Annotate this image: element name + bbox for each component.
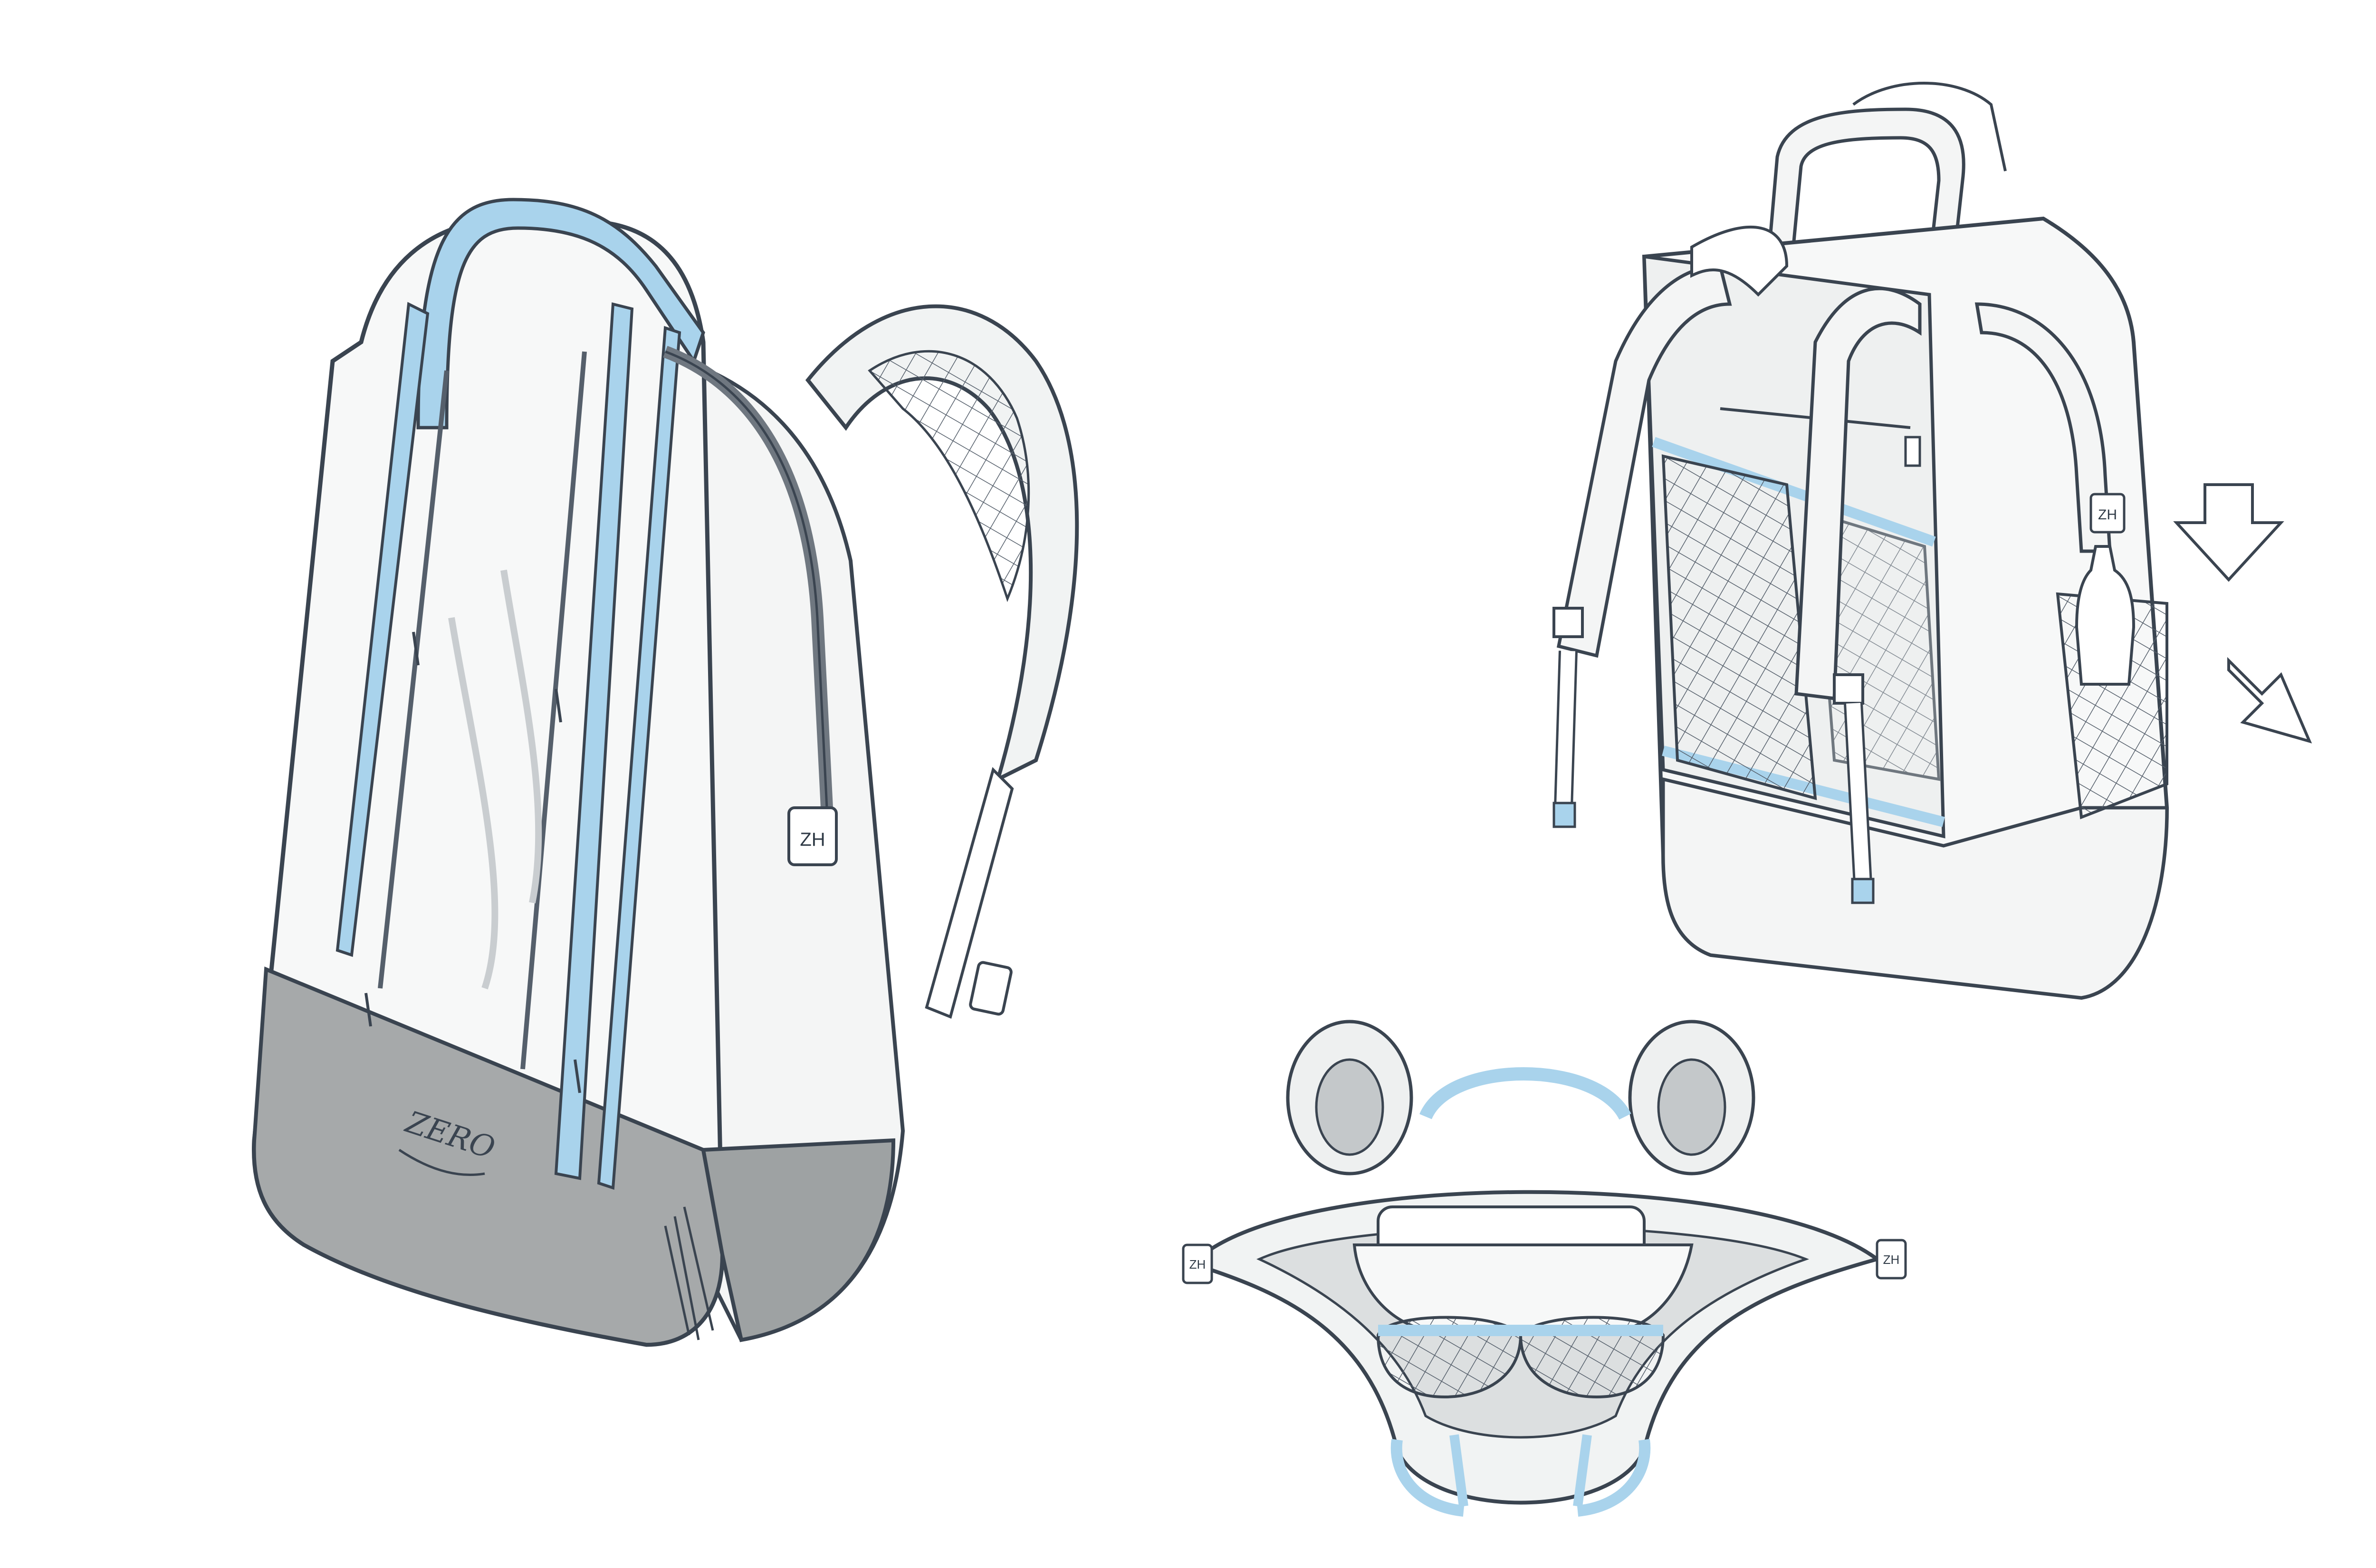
top-view-handle-front-inner	[1449, 1434, 1592, 1507]
arrow-diagonal-icon	[2227, 657, 2312, 744]
back-brand-tag-text: ZH	[2098, 507, 2117, 523]
gray-base-panel	[252, 966, 725, 1347]
zipper-pull	[555, 688, 562, 723]
backpack-back-view: ZH	[1552, 82, 2312, 1000]
backpack-front-view: ZH ZERO	[251, 198, 1079, 1347]
brand-tag-text: ZH	[800, 829, 825, 850]
base-hatching	[664, 1206, 714, 1340]
blue-trim-right	[597, 325, 681, 1190]
back-blue-trim-top	[1652, 437, 1936, 547]
arrow-down-icon	[2173, 483, 2284, 582]
back-handle-rear	[1852, 82, 2007, 172]
top-view-handle-front-right	[1577, 1439, 1651, 1517]
back-webbing-tip-left	[1552, 802, 1576, 828]
top-view-tag-left-text: ZH	[1189, 1257, 1206, 1272]
top-view-strap-pad-left-inner	[1315, 1058, 1384, 1156]
top-view-mesh-pocket-left	[1376, 1316, 1523, 1399]
zipper-pull	[364, 993, 372, 1027]
backpack-top-view: ZH ZH	[1182, 1020, 1907, 1517]
blue-trim-left	[335, 302, 430, 957]
back-strap-left	[1556, 264, 1732, 658]
back-strap-front-left	[1690, 225, 1789, 297]
top-handle-blue	[416, 198, 705, 430]
water-bottle	[2075, 545, 2136, 686]
back-buckle-right	[1833, 673, 1864, 705]
body-shading	[448, 569, 542, 990]
top-view-strap-pad-right-inner	[1657, 1058, 1726, 1156]
top-view-mesh-pocket-right	[1519, 1316, 1665, 1399]
zipper-pull	[574, 1059, 581, 1093]
back-webbing-right-inner	[1846, 703, 1870, 884]
lower-strap	[925, 767, 1014, 1019]
back-buckle-left	[1552, 607, 1584, 638]
blue-trim-center	[554, 302, 634, 1180]
zipper-pull	[412, 631, 420, 666]
back-brand-tag	[2089, 493, 2126, 534]
back-mesh-pocket	[1661, 454, 1817, 801]
shoulder-strap-mesh	[868, 350, 1030, 602]
top-view-tag-left	[1182, 1243, 1213, 1284]
strap-end-tab	[969, 961, 1013, 1016]
top-view-handle-front-left	[1390, 1439, 1465, 1517]
gray-base-side	[701, 1138, 896, 1342]
zipper-arc-edge	[665, 350, 828, 808]
logo-underline	[398, 1148, 485, 1176]
top-view-inner-sleeve	[1352, 1243, 1694, 1332]
back-base	[1661, 777, 2169, 1000]
zipper-center	[520, 351, 587, 1070]
back-webbing-left-inner	[1556, 650, 1575, 808]
brand-tag	[787, 806, 838, 866]
zipper-left	[378, 370, 449, 989]
top-view-tag-right	[1876, 1239, 1907, 1280]
top-view-handle-back	[1419, 1067, 1631, 1120]
back-zipper-pull	[1904, 436, 1921, 467]
top-view-tag-right-text: ZH	[1883, 1252, 1900, 1267]
back-strap-right	[1794, 287, 1922, 700]
back-webbing-tip-right	[1851, 878, 1875, 904]
